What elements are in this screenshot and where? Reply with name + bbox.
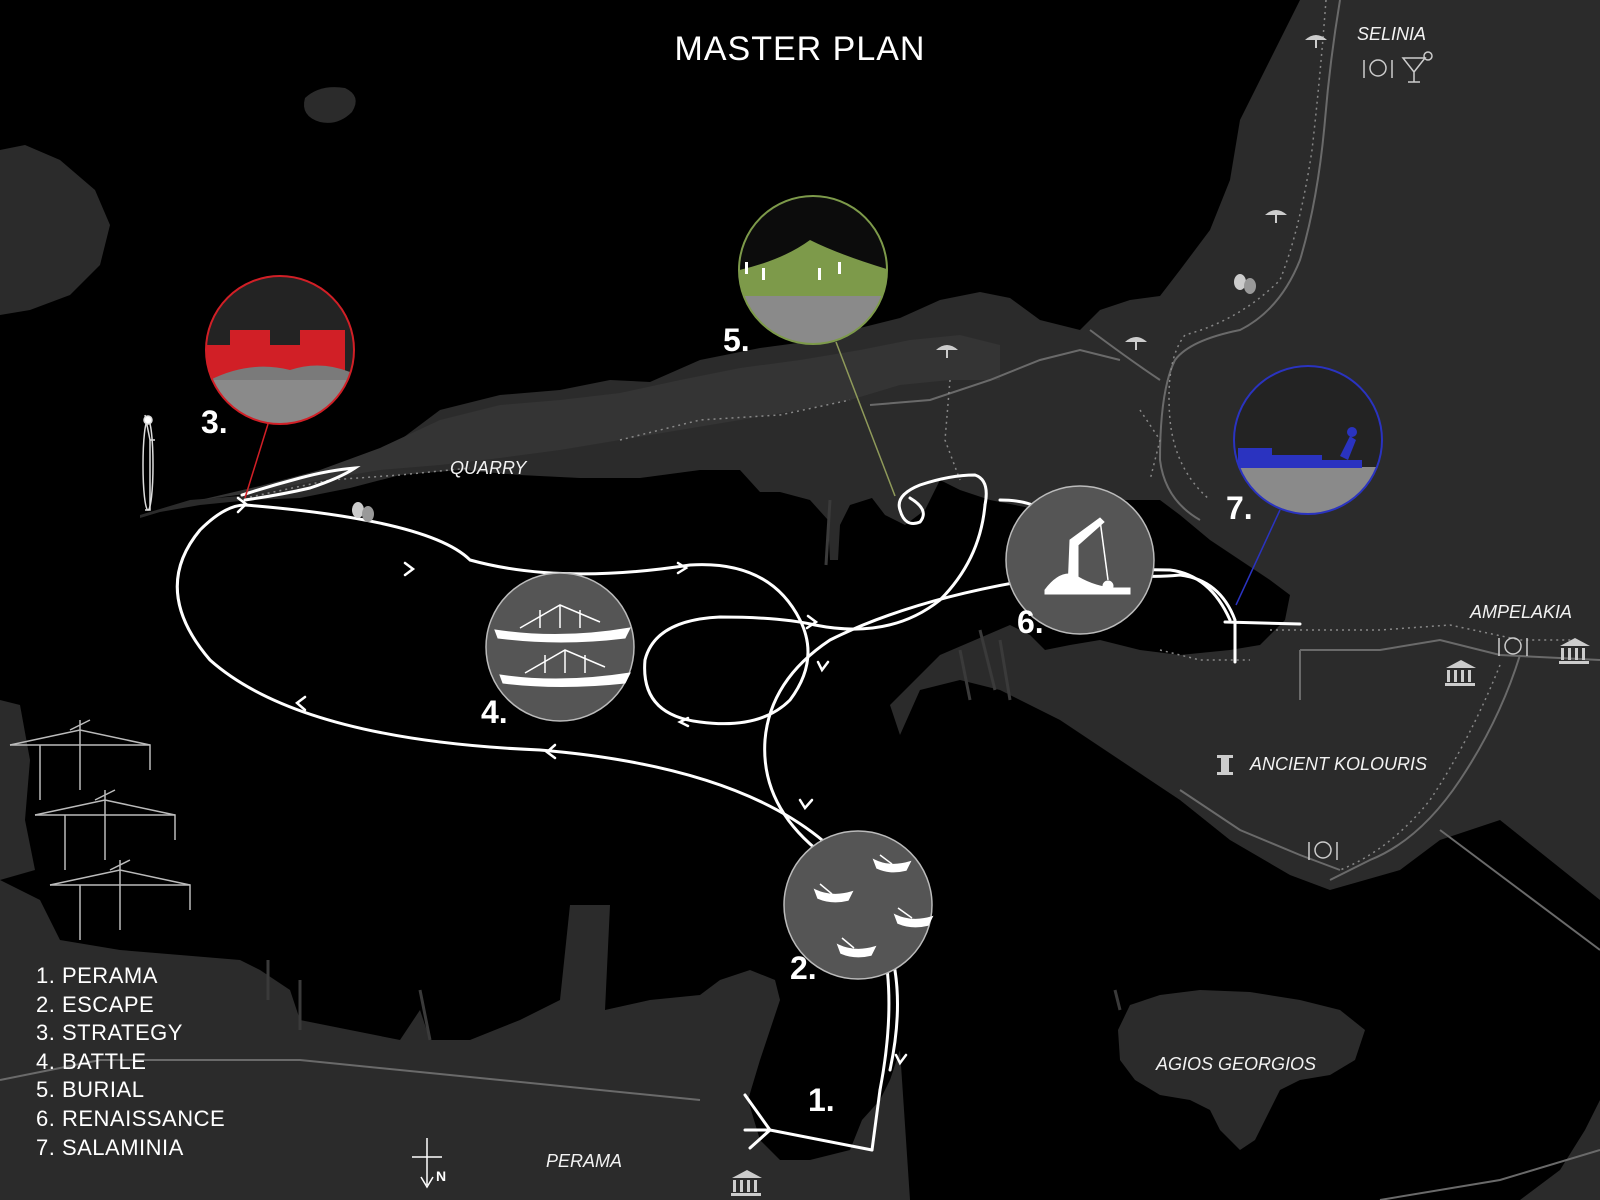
place-label-quarry: QUARRY [450, 458, 527, 478]
museum-icon [1559, 638, 1590, 664]
stop-6-renaissance-circle[interactable] [1005, 485, 1155, 635]
museum-icon [731, 1170, 762, 1196]
beach-umbrella-icon [1305, 35, 1327, 48]
lighthouse-icon [142, 414, 155, 511]
blue-harbor-icon [1238, 427, 1362, 468]
route-arrows [236, 496, 908, 1066]
port-cranes-icon [9, 719, 191, 940]
north-arrow-icon [412, 1138, 442, 1189]
stop-number-7: 7. [1226, 490, 1253, 526]
stop-7-salaminia-circle[interactable] [1230, 360, 1390, 606]
rowing-boats-icon [813, 854, 934, 958]
stop-number-1: 1. [808, 1082, 835, 1118]
perama-coast [0, 880, 910, 1200]
restaurant-icon [1498, 637, 1528, 656]
ridge [200, 335, 1000, 500]
theater-masks-icons [352, 274, 1256, 522]
museum-icons [731, 638, 1590, 1196]
beach-umbrella-icon [1265, 210, 1287, 223]
theater-masks-icon [1234, 274, 1256, 294]
trireme-ships-icon [494, 604, 631, 687]
place-label-selinia: SELINIA [1357, 24, 1427, 44]
legend-item: 4. BATTLE [36, 1048, 147, 1074]
piers [266, 499, 1122, 1041]
place-label-ancient-kolouris: ANCIENT KOLOURIS [1250, 754, 1428, 774]
route-quarry-loop [240, 466, 361, 502]
beach-umbrella-icon [1125, 337, 1147, 350]
stop-2-escape-circle[interactable] [783, 830, 934, 980]
green-burial-mound-icon [739, 240, 887, 296]
legend-item: 6. RENAISSANCE [36, 1105, 226, 1131]
ionic-column-icon [1217, 755, 1233, 775]
legend-item: 7. SALAMINIA [36, 1134, 184, 1160]
place-label-perama: PERAMA [546, 1151, 623, 1171]
stop-number-3: 3. [201, 404, 228, 440]
route-segment-1 [743, 1093, 874, 1152]
shipyard-crane-icon [1044, 517, 1131, 595]
north-label: N [436, 1168, 447, 1184]
legend-item: 1. PERAMA [36, 963, 158, 988]
agios-georgios-island [1118, 990, 1365, 1150]
west-coast-strip [0, 700, 35, 880]
beach-umbrella-icon [936, 345, 958, 358]
page-title: MASTER PLAN [674, 30, 926, 68]
place-label-agios-georgios: AGIOS GEORGIOS [1156, 1054, 1317, 1074]
stop-number-6: 6. [1017, 604, 1044, 640]
beach-umbrella-icons [936, 35, 1327, 358]
route-burial-loop [897, 473, 988, 525]
restaurant-icon [1363, 59, 1393, 78]
legend-item: 2. ESCAPE [36, 991, 155, 1017]
northern-peninsula [140, 0, 1600, 1200]
restaurant-icon [1308, 841, 1338, 860]
west-island [0, 145, 110, 315]
stop-4-battle-circle[interactable] [485, 572, 635, 722]
islet [304, 87, 356, 123]
theater-masks-icon [352, 502, 374, 522]
legend-item: 3. STRATEGY [36, 1020, 183, 1046]
cocktail-icon [1401, 51, 1433, 83]
stop-legend: 1. PERAMA 2. ESCAPE 3. STRATEGY 4. BATTL… [36, 962, 225, 1162]
stop-number-5: 5. [723, 322, 750, 358]
stop-number-2: 2. [790, 950, 817, 986]
stop-3-strategy-circle[interactable] [200, 270, 360, 499]
legend-item: 5. BURIAL [36, 1077, 145, 1103]
restaurant-icons [1308, 59, 1528, 860]
route-pier-line [870, 1088, 882, 1152]
museum-icon [1445, 660, 1476, 686]
place-label-ampelakia: AMPELAKIA [1470, 602, 1573, 622]
stop-number-4: 4. [481, 694, 508, 730]
paths-dotted [249, 0, 1580, 871]
